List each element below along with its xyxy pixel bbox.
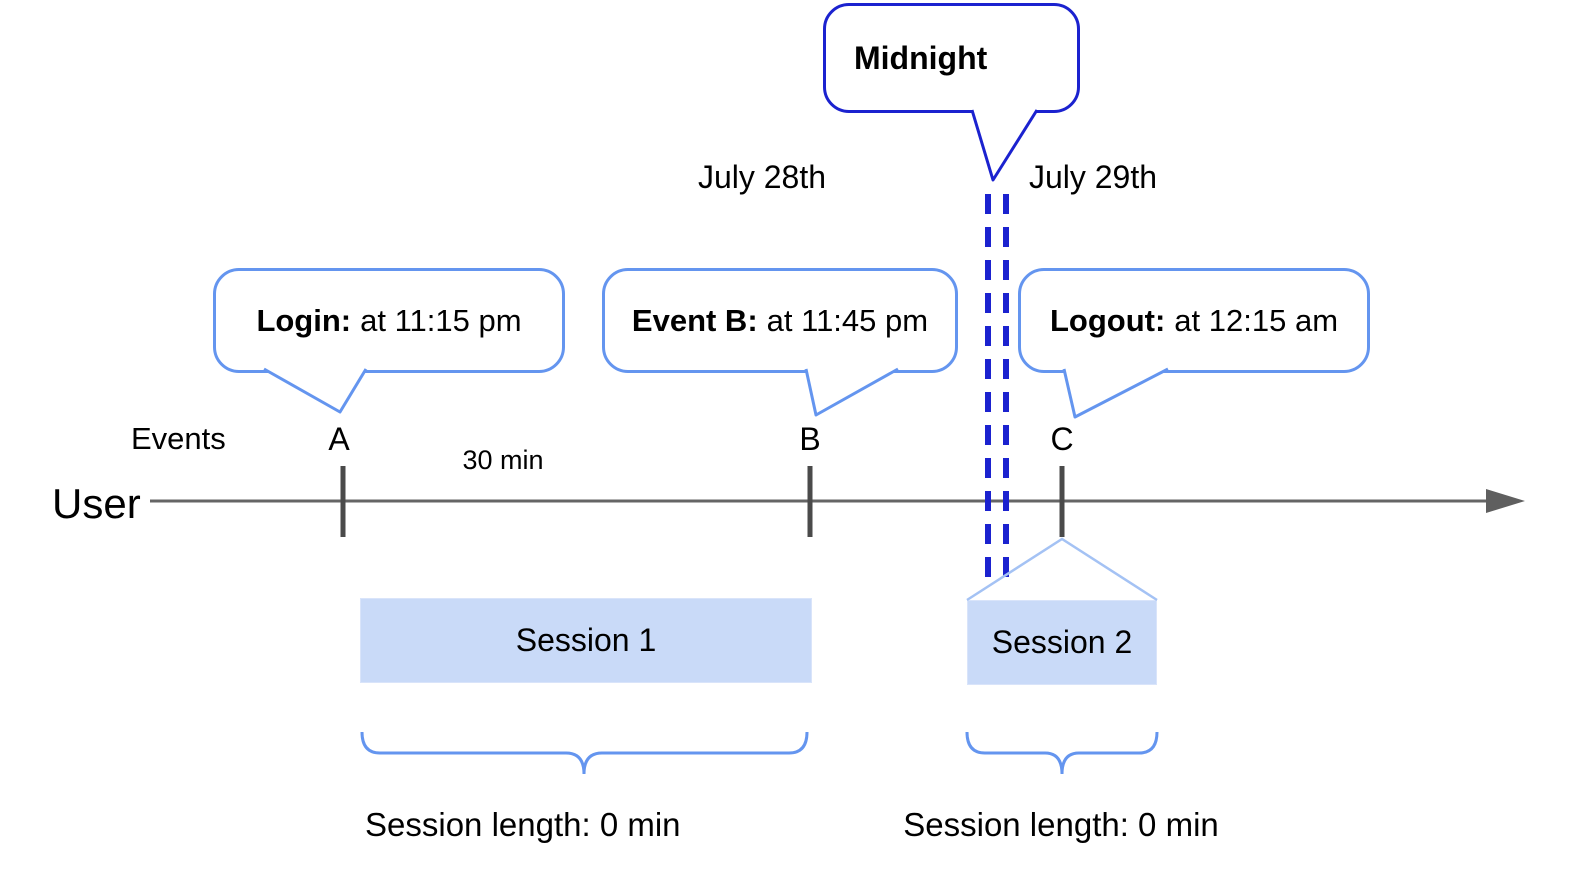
date-label-july-28: July 28th [697, 159, 827, 195]
event-b-callout-title: Event B: [631, 302, 758, 338]
interval-label: 30 min [462, 445, 544, 475]
session-2-connector [966, 537, 1158, 602]
session-1-brace [360, 731, 809, 775]
session-1-length-label: Session length: 0 min [365, 806, 681, 843]
login-callout-time: at 11:15 pm [360, 302, 522, 338]
session-2-length-label: Session length: 0 min [903, 806, 1219, 843]
session-1-box: Session 1 [360, 598, 812, 683]
event-marker-c: C [1050, 421, 1074, 457]
login-callout: Login: at 11:15 pm [213, 268, 565, 373]
event-b-callout-time: at 11:45 pm [766, 302, 929, 338]
event-marker-b: B [799, 421, 821, 457]
event-b-callout-tail [804, 367, 899, 417]
logout-callout: Logout: at 12:15 am [1018, 268, 1370, 373]
login-callout-title: Login: [256, 302, 352, 338]
logout-callout-tail [1062, 367, 1169, 419]
event-b-callout: Event B: at 11:45 pm [602, 268, 958, 373]
date-label-july-29: July 29th [1028, 159, 1158, 195]
user-row-label: User [52, 480, 141, 527]
logout-callout-time: at 12:15 am [1174, 302, 1339, 338]
session-2-box: Session 2 [967, 600, 1157, 685]
timeline-arrowhead-icon [1486, 489, 1525, 513]
midnight-callout-label: Midnight [854, 39, 988, 76]
events-row-label: Events [131, 421, 226, 456]
midnight-callout: Midnight [823, 3, 1080, 113]
logout-callout-title: Logout: [1049, 302, 1166, 338]
session-1-label: Session 1 [515, 622, 657, 658]
login-callout-tail [263, 367, 368, 414]
midnight-callout-tail [970, 109, 1039, 182]
event-marker-a: A [328, 421, 350, 457]
session-2-label: Session 2 [991, 624, 1133, 660]
session-2-brace [965, 731, 1159, 775]
